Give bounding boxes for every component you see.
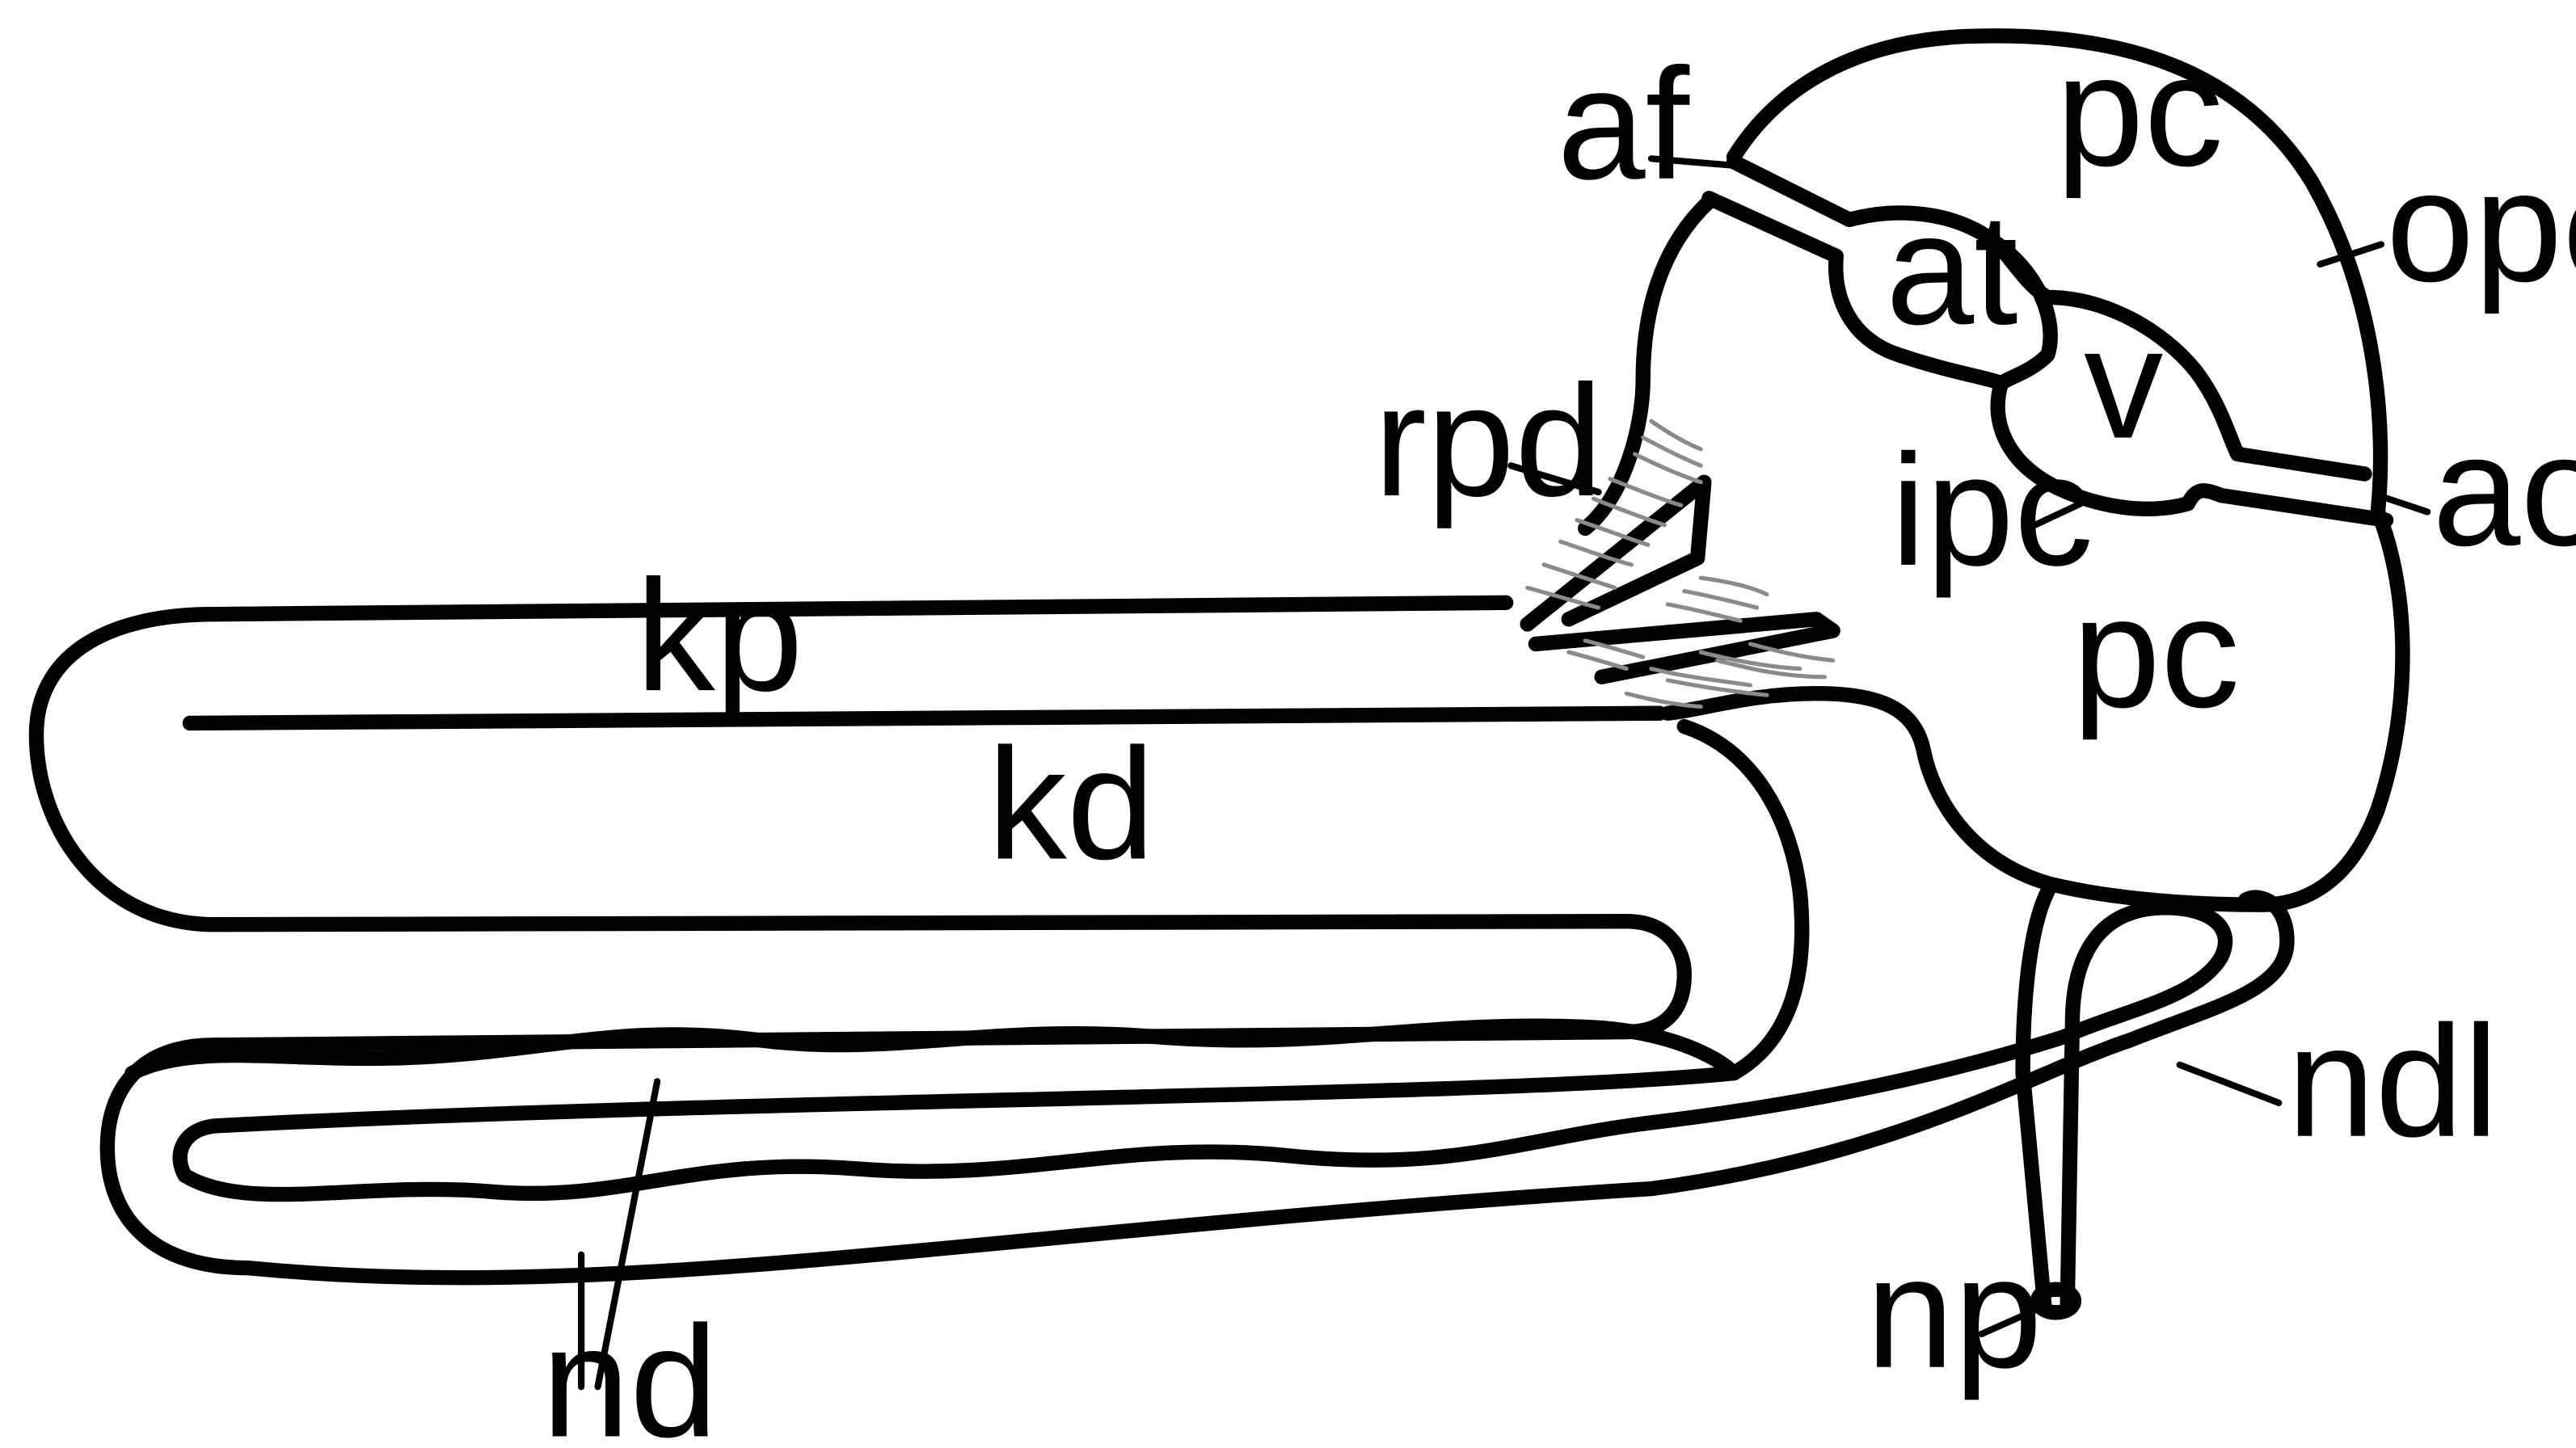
label-pc-bottom: pc xyxy=(2072,563,2240,741)
nephropore-opening xyxy=(2030,1282,2082,1320)
label-np: np xyxy=(1866,1223,2043,1401)
label-opc: opc xyxy=(2386,137,2576,314)
renopericardial-duct-upper xyxy=(1520,474,1712,632)
kidney-division-line xyxy=(182,705,1667,731)
heart-lower-wall xyxy=(1701,191,2394,528)
renopericardial-duct-lower xyxy=(1528,612,1840,684)
kidney-inner-fold xyxy=(172,718,1810,1183)
leader-nd-1 xyxy=(594,1078,661,1391)
nephropore-tube xyxy=(2015,884,2055,1312)
atrium-ventricle-junction xyxy=(1990,237,2058,391)
leader-np xyxy=(1978,1304,2045,1337)
leader-ndl xyxy=(2176,1061,2283,1106)
nephridial-duct-wave xyxy=(124,1018,1742,1081)
label-v: v xyxy=(2084,294,2163,472)
label-at: at xyxy=(1886,180,2018,358)
label-pc-top: pc xyxy=(2055,21,2223,199)
leader-ipc xyxy=(2024,500,2085,532)
pericardium-outline xyxy=(1660,28,2410,912)
ciliary-tufts xyxy=(1525,419,1836,709)
label-ao: ao xyxy=(2432,401,2576,579)
label-af: af xyxy=(1558,35,1690,213)
pericardium-left-edge xyxy=(1578,194,1717,537)
leader-opc xyxy=(2317,241,2385,268)
label-ipc: ipc xyxy=(1891,421,2093,599)
label-kd: kd xyxy=(988,715,1155,893)
label-kp: kp xyxy=(636,546,803,724)
nephridial-duct-inner xyxy=(177,1029,2072,1202)
leader-rpd xyxy=(1507,462,1602,496)
label-ndl: ndl xyxy=(2287,992,2498,1170)
label-nd: nd xyxy=(542,1293,718,1448)
kidney-outline xyxy=(28,595,2295,1286)
leader-ao xyxy=(2374,491,2431,516)
label-rpd: rpd xyxy=(1374,351,1603,529)
nephridial-duct-loop xyxy=(2056,900,2233,1312)
leader-af xyxy=(1647,155,1735,169)
